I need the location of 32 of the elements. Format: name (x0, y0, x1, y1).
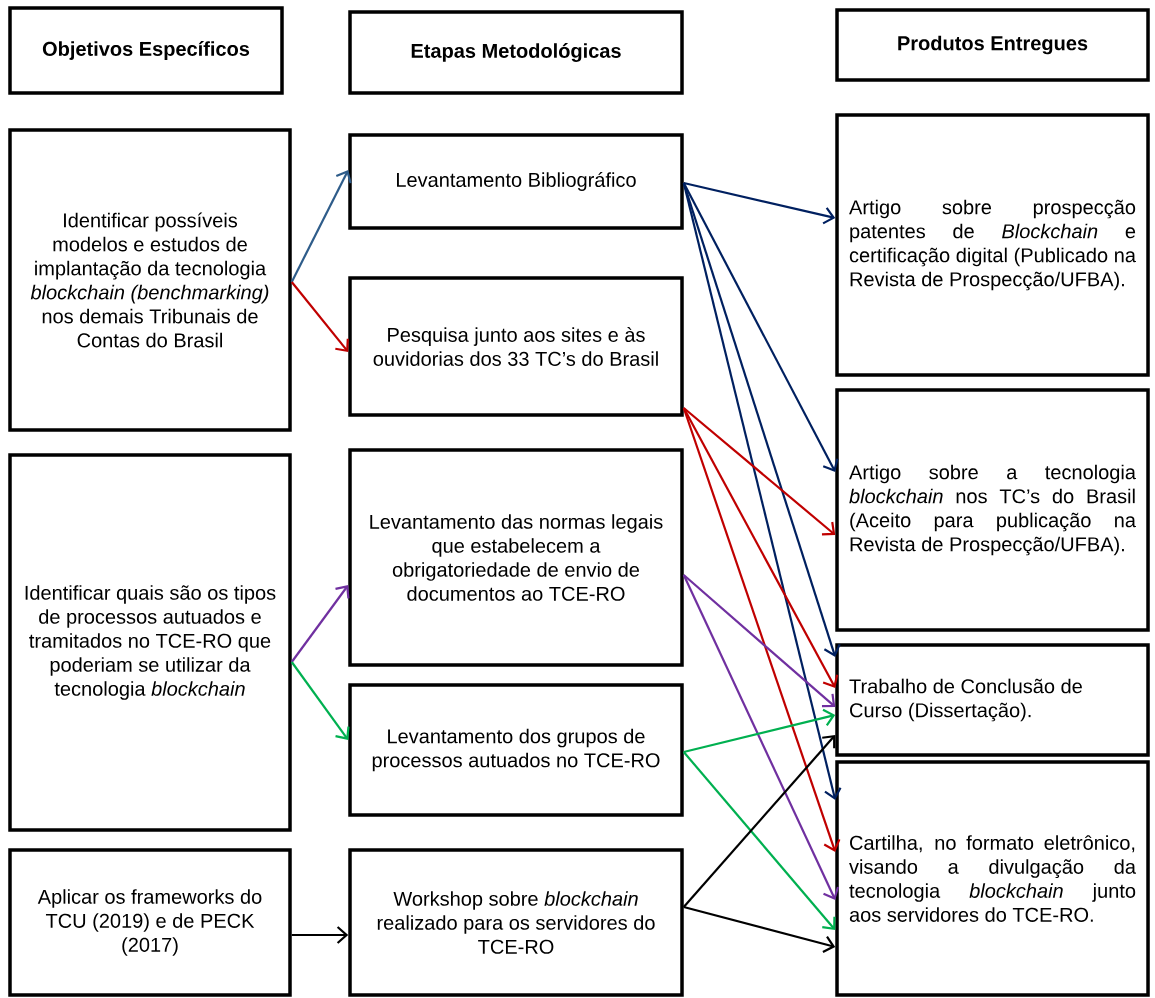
text-box: Levantamento Bibliográfico (348, 133, 684, 230)
header-box: Objetivos Específicos (8, 6, 284, 95)
arrow (682, 751, 836, 930)
text-box: Trabalho de Conclusão de Curso (Dissertação). (835, 643, 1150, 757)
text-box: Aplicar os frameworks do TCU (2019) e de PECK (2017) (8, 848, 292, 997)
arrow (682, 182, 842, 800)
arrow (683, 407, 836, 536)
arrow (682, 407, 841, 852)
header-box: Etapas Metodológicas (348, 10, 684, 95)
text-box: Identificar quais são os tipos de processos autuados e tramitados no TCE-RO que poderiam se utilizar da tecnologia blockchain (8, 453, 292, 832)
arrow (682, 574, 840, 900)
arrow (290, 585, 350, 663)
arrow (290, 170, 352, 283)
arrow (683, 905, 836, 953)
text-box: Levantamento das normas legais que estabelecem a obrigatoriedade de envio de documentos ao TCE-RO (348, 448, 684, 667)
arrow (682, 735, 836, 908)
text-box: Artigo sobre a tecnologia blockchain nos TC’s do Brasil (Aceito para publicação na Revista de Prospecção/UFBA). (835, 388, 1150, 632)
text-box: Cartilha, no formato eletrônico, visando a divulgação da tecnologia blockchain junto aos servidores do TCE-RO. (835, 760, 1150, 997)
arrow (290, 661, 350, 740)
arrow (683, 574, 836, 708)
text-box: Workshop sobre blockchain realizado para os servidores do TCE-RO (348, 848, 684, 997)
text-box: Levantamento dos grupos de processos autuados no TCE-RO (348, 683, 684, 817)
text-box: Identificar possíveis modelos e estudos de implantação da tecnologia blockchain (benchmarking) nos demais Tribunais de Contas do Brasil (8, 128, 292, 432)
arrow (683, 708, 836, 754)
arrow (291, 926, 349, 944)
arrow (682, 407, 839, 688)
header-box: Produtos Entregues (835, 8, 1150, 82)
text-box: Pesquisa junto aos sites e às ouvidorias dos 33 TC’s do Brasil (348, 276, 684, 417)
arrow (290, 281, 349, 352)
arrow (682, 182, 839, 472)
text-box: Artigo sobre prospecção patentes de Blockchain e certificação digital (Publicado na Revista de Prospecção/UFBA). (835, 113, 1150, 377)
arrow (683, 181, 836, 225)
